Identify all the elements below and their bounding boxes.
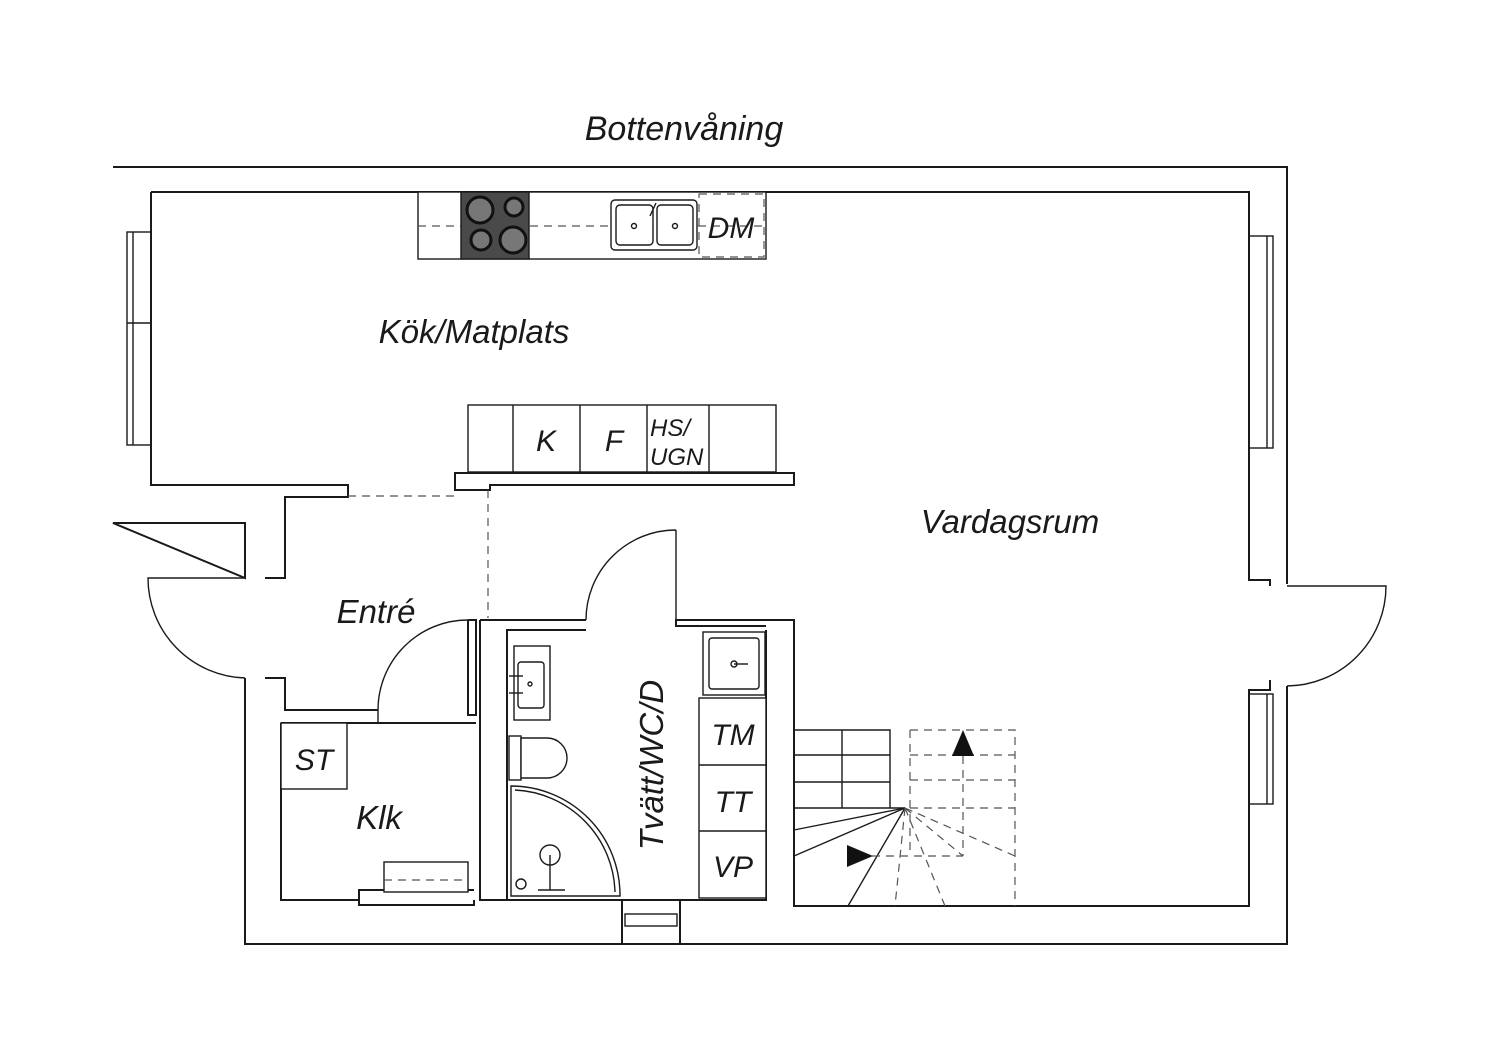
- washer-label: TM: [711, 719, 754, 752]
- storage-cabinet: [280, 722, 348, 790]
- freezer-label: F: [605, 425, 625, 458]
- laundry-door: [585, 529, 677, 621]
- dryer-label: TT: [715, 786, 754, 819]
- oven-label-line2: UGN: [650, 444, 704, 471]
- utility-sink: [702, 631, 766, 696]
- toilet: [508, 735, 568, 781]
- closet-door: [377, 619, 469, 723]
- kitchen-counter: [417, 191, 767, 260]
- dishwasher-label: DM: [708, 212, 755, 245]
- appliance-block: [467, 404, 777, 473]
- entrance-door: [147, 577, 246, 679]
- outer-walls: [112, 166, 1288, 945]
- heat-pump-label: VP: [713, 851, 753, 884]
- window-laundry: [624, 913, 678, 927]
- appliance-column: [698, 697, 767, 899]
- terrace-door: [1286, 585, 1387, 687]
- room-label-closet: Klk: [356, 799, 403, 836]
- room-label-living: Vardagsrum: [921, 503, 1100, 540]
- shoe-shelf: [383, 861, 469, 893]
- storage-label: ST: [295, 744, 336, 777]
- window-left: [126, 231, 152, 446]
- staircase: [793, 729, 1016, 907]
- floor-title: Bottenvåning: [585, 110, 784, 148]
- fridge-label: K: [536, 425, 558, 458]
- oven-label-line1: HS/: [650, 415, 692, 442]
- window-right-lower: [1248, 693, 1274, 805]
- room-label-entrance: Entré: [337, 593, 416, 630]
- washbasin: [509, 645, 551, 721]
- shower: [510, 785, 621, 897]
- window-right-upper: [1248, 235, 1274, 449]
- room-label-kitchen: Kök/Matplats: [379, 313, 570, 350]
- room-label-laundry: Tvätt/WC/D: [633, 680, 670, 851]
